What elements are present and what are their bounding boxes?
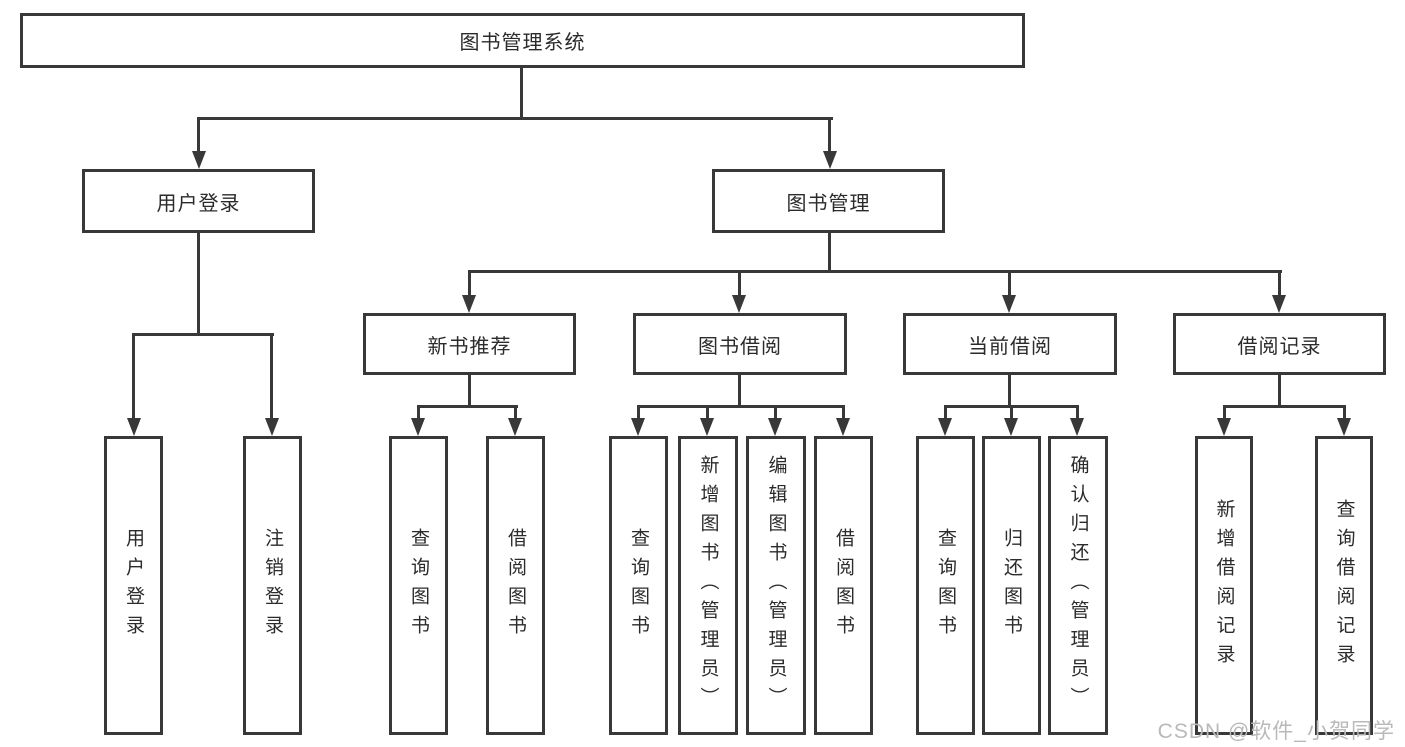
node-borrowing-records-label: 借阅记录 bbox=[1237, 335, 1322, 358]
connector-stub bbox=[944, 406, 947, 420]
leaf-borrow-books-recommend: 借阅图书 bbox=[486, 436, 545, 735]
leaf-label: 借阅图书 bbox=[833, 527, 854, 644]
arrowhead-down-icon bbox=[768, 418, 782, 436]
connector-stub bbox=[637, 406, 640, 420]
arrowhead-down-icon bbox=[462, 295, 476, 313]
node-book-borrowing-label: 图书借阅 bbox=[698, 335, 782, 358]
connector-login-child2 bbox=[270, 334, 273, 420]
leaf-borrow-books-borrowing: 借阅图书 bbox=[814, 436, 873, 735]
arrowhead-down-icon bbox=[127, 418, 141, 436]
node-user-login-label: 用户登录 bbox=[156, 192, 241, 215]
connector-stub bbox=[774, 406, 777, 420]
connector-to-borrowing bbox=[738, 271, 741, 297]
csdn-watermark: CSDN @软件_小贺同学 bbox=[1157, 720, 1395, 743]
leaf-query-borrow-record: 查询借阅记录 bbox=[1315, 436, 1373, 735]
arrowhead-down-icon bbox=[700, 418, 714, 436]
connector-stub bbox=[417, 406, 420, 420]
connector-bookmgmt-stem bbox=[828, 233, 831, 272]
connector-borrowing-crossbar bbox=[637, 405, 845, 408]
arrowhead-down-icon bbox=[823, 151, 837, 169]
node-current-borrowing: 当前借阅 bbox=[903, 313, 1117, 375]
leaf-query-books-recommend: 查询图书 bbox=[389, 436, 448, 735]
arrowhead-down-icon bbox=[836, 418, 850, 436]
connector-stub bbox=[1010, 406, 1013, 420]
leaf-query-books-current: 查询图书 bbox=[916, 436, 975, 735]
arrowhead-down-icon bbox=[631, 418, 645, 436]
arrowhead-down-icon bbox=[1002, 295, 1016, 313]
connector-login-stem bbox=[197, 233, 200, 335]
node-root-label: 图书管理系统 bbox=[459, 32, 586, 54]
leaf-label: 归还图书 bbox=[1001, 527, 1022, 644]
leaf-user-login: 用户登录 bbox=[104, 436, 163, 735]
leaf-label: 新增图书（管理员） bbox=[697, 455, 719, 716]
arrowhead-down-icon bbox=[1070, 418, 1084, 436]
leaf-label: 确认归还（管理员） bbox=[1067, 455, 1089, 716]
connector-to-current bbox=[1008, 271, 1011, 297]
leaf-logout: 注销登录 bbox=[243, 436, 302, 735]
arrowhead-down-icon bbox=[508, 418, 522, 436]
arrowhead-down-icon bbox=[192, 151, 206, 169]
arrowhead-down-icon bbox=[1004, 418, 1018, 436]
node-new-book-recommend-label: 新书推荐 bbox=[427, 335, 512, 358]
connector-stub bbox=[1076, 406, 1079, 420]
connector-borrowing-stem bbox=[738, 375, 741, 406]
node-new-book-recommend: 新书推荐 bbox=[363, 313, 576, 375]
leaf-label: 查询图书 bbox=[408, 527, 429, 644]
arrowhead-down-icon bbox=[938, 418, 952, 436]
leaf-return-books: 归还图书 bbox=[982, 436, 1041, 735]
leaf-label: 编辑图书（管理员） bbox=[765, 455, 787, 716]
leaf-confirm-return-admin: 确认归还（管理员） bbox=[1048, 436, 1108, 735]
leaf-label: 新增借阅记录 bbox=[1213, 498, 1235, 673]
connector-to-newbooks bbox=[468, 271, 471, 297]
leaf-label: 用户登录 bbox=[123, 527, 144, 644]
connector-newbooks-stem bbox=[468, 375, 471, 406]
node-root: 图书管理系统 bbox=[20, 13, 1025, 68]
leaf-add-borrow-record: 新增借阅记录 bbox=[1195, 436, 1253, 735]
leaf-label: 查询借阅记录 bbox=[1333, 498, 1355, 673]
connector-root-stem bbox=[520, 68, 523, 119]
connector-root-to-bookmgmt bbox=[828, 118, 831, 153]
node-current-borrowing-label: 当前借阅 bbox=[968, 335, 1052, 358]
arrowhead-down-icon bbox=[1272, 295, 1286, 313]
connector-records-stem bbox=[1278, 375, 1281, 406]
connector-to-records bbox=[1278, 271, 1281, 297]
connector-stub bbox=[1343, 406, 1346, 420]
connector-stub bbox=[1223, 406, 1226, 420]
connector-stub bbox=[514, 406, 517, 420]
leaf-edit-books-admin: 编辑图书（管理员） bbox=[746, 436, 806, 735]
node-book-management: 图书管理 bbox=[712, 169, 945, 233]
leaf-query-books-borrowing: 查询图书 bbox=[609, 436, 668, 735]
connector-records-crossbar bbox=[1223, 405, 1346, 408]
leaf-label: 查询图书 bbox=[628, 527, 649, 644]
leaf-label: 查询图书 bbox=[935, 527, 956, 644]
arrowhead-down-icon bbox=[1217, 418, 1231, 436]
arrowhead-down-icon bbox=[1337, 418, 1351, 436]
arrowhead-down-icon bbox=[265, 418, 279, 436]
connector-root-crossbar bbox=[197, 117, 833, 120]
connector-newbooks-crossbar bbox=[417, 405, 518, 408]
leaf-label: 注销登录 bbox=[262, 527, 283, 644]
leaf-label: 借阅图书 bbox=[505, 527, 526, 644]
arrowhead-down-icon bbox=[411, 418, 425, 436]
leaf-add-books-admin: 新增图书（管理员） bbox=[678, 436, 738, 735]
node-user-login: 用户登录 bbox=[82, 169, 315, 233]
connector-login-child1 bbox=[132, 334, 135, 420]
arrowhead-down-icon bbox=[732, 295, 746, 313]
connector-stub bbox=[706, 406, 709, 420]
connector-root-to-login bbox=[197, 118, 200, 153]
node-borrowing-records: 借阅记录 bbox=[1173, 313, 1386, 375]
connector-current-stem bbox=[1008, 375, 1011, 406]
node-book-management-label: 图书管理 bbox=[786, 192, 871, 215]
node-book-borrowing: 图书借阅 bbox=[633, 313, 847, 375]
connector-stub bbox=[842, 406, 845, 420]
connector-login-crossbar bbox=[132, 333, 274, 336]
connector-bookmgmt-crossbar bbox=[468, 270, 1282, 273]
